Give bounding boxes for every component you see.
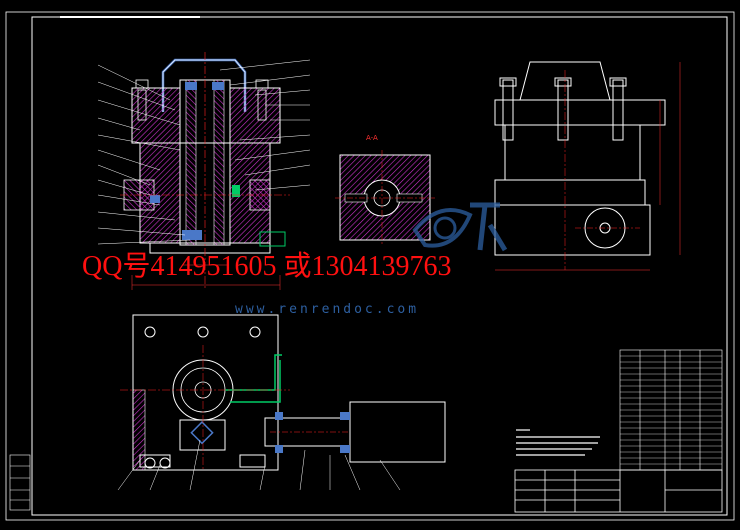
watermark-contact-text: QQ号414951605 或1304139763 — [82, 250, 451, 282]
left-margin-block — [9, 454, 31, 511]
plan-view — [120, 314, 446, 471]
sheet-border — [5, 11, 735, 521]
technical-notes — [516, 429, 600, 456]
watermark-logo — [412, 202, 508, 252]
front-section-view — [120, 52, 290, 290]
watermark-site-text: www.renrendoc.com — [235, 302, 419, 317]
section-aa-label: A-A — [366, 134, 378, 142]
title-block — [514, 469, 723, 513]
callout-leaders-front — [97, 59, 311, 245]
side-view — [494, 61, 681, 271]
section-aa-view: A-A — [335, 134, 435, 245]
callout-leaders-plan — [117, 439, 401, 491]
parts-list-rows — [620, 355, 722, 465]
